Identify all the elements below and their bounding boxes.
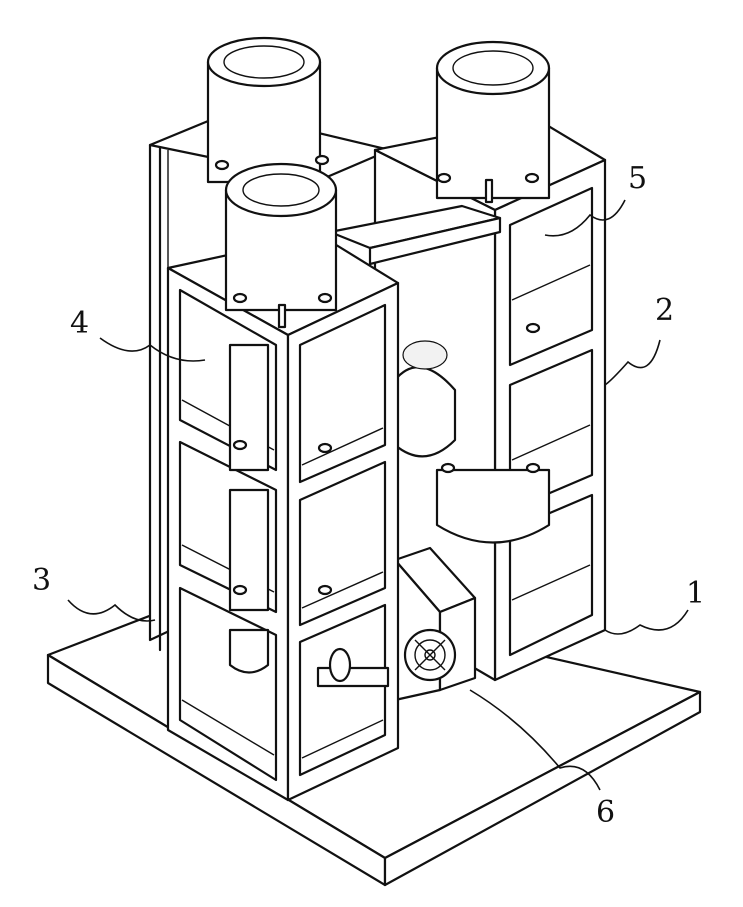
leader-2 <box>605 340 660 385</box>
label-6: 6 <box>596 795 615 830</box>
label-4: 4 <box>70 306 89 341</box>
leader-1 <box>605 610 688 634</box>
label-3: 3 <box>32 563 51 598</box>
label-1: 1 <box>686 576 705 611</box>
label-5: 5 <box>628 161 647 196</box>
label-2: 2 <box>655 293 674 328</box>
